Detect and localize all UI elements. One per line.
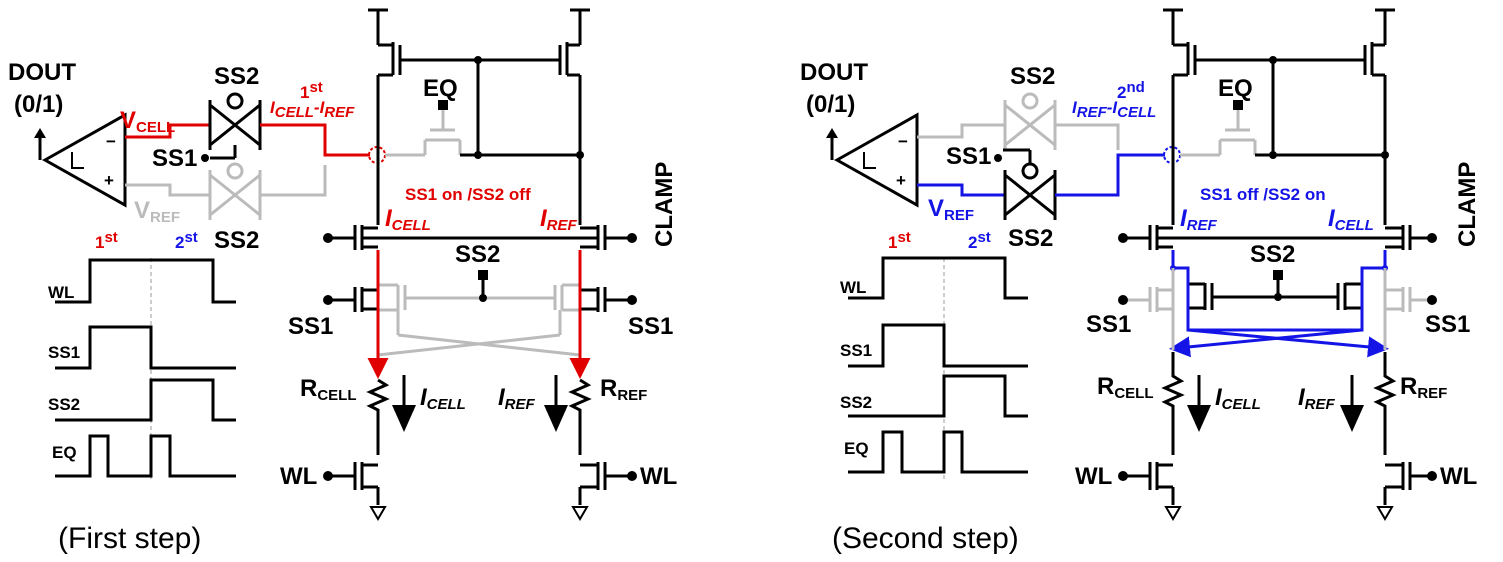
cross-arrow-left (1169, 328, 1363, 358)
ss1-right-label-right: SS1 (1425, 311, 1470, 338)
svg-text:+: + (104, 171, 114, 190)
rref-resistor-right (1373, 352, 1397, 455)
ss1-transistors (323, 287, 637, 312)
timing-ss1: SS1 (48, 343, 80, 362)
ss1-label: SS1 (152, 145, 197, 172)
step-label-right: 2nd (1117, 79, 1145, 102)
ss2-top-label-right: SS2 (1010, 63, 1055, 90)
ss2-cross-transistors (377, 280, 581, 357)
timing-first: 1st (95, 229, 118, 252)
wl-left-label: WL (280, 463, 317, 490)
ss2-mid-label-right: SS2 (1250, 241, 1295, 268)
wl-transistors-right (1118, 462, 1437, 521)
ss2-cross-transistors-right (1188, 280, 1362, 310)
right-caption: (Second step) (832, 522, 1019, 555)
icell-top-label: ICELL (385, 205, 431, 234)
icell-node-path (260, 123, 370, 157)
clamp-transistors-right (1118, 225, 1437, 250)
transmission-gate-ss2-bottom-right (994, 148, 1057, 220)
timing-ss1-right: SS1 (840, 341, 872, 360)
timing-first-right: 1st (888, 229, 911, 252)
left-panel: DOUT (0/1) − + VCELL VREF (8, 8, 678, 555)
timing-ss2-right: SS2 (840, 393, 872, 412)
timing-second: 2st (175, 229, 198, 252)
icell-top-label-right: ICELL (1328, 205, 1374, 234)
svg-text:−: − (106, 132, 116, 151)
wl-left-label-right: WL (1075, 463, 1112, 490)
clamp-label: CLAMP (651, 162, 678, 247)
timing-second-right: 2st (968, 229, 991, 252)
mode-label-right: SS1 off /SS2 on (1200, 185, 1326, 204)
wl-transistors (323, 462, 637, 521)
ss2-bottom-label: SS2 (214, 227, 259, 254)
vcell-path-right (917, 123, 1005, 139)
ss1-transistors-right (1127, 268, 1428, 350)
iref-top-label: IREF (540, 205, 578, 234)
ss2-bottom-label-right: SS2 (1008, 225, 1053, 252)
vref-label: VREF (134, 197, 180, 226)
eq-transistor-right (1180, 110, 1389, 159)
rcell-label-right: RCELL (1097, 373, 1154, 402)
svg-text:+: + (896, 171, 906, 190)
iref-node-path (260, 165, 327, 197)
comparator-right: − + (826, 112, 919, 208)
dout-value-right: (0/1) (806, 91, 855, 118)
transmission-gate-ss2-top-right (1003, 92, 1057, 150)
step-label: 1st (300, 79, 323, 102)
vcell-label: VCELL (120, 107, 175, 136)
vref-label-right: VREF (928, 195, 974, 224)
ss1-left-label-right: SS1 (1086, 311, 1131, 338)
iref-top-label-right: IREF (1180, 205, 1218, 234)
ss1-left-label: SS1 (288, 313, 333, 340)
wl-right-label: WL (640, 463, 677, 490)
timing-diagram-right: 1st 2st WL SS1 SS2 EQ (840, 229, 1028, 480)
timing-eq-right: EQ (844, 439, 869, 458)
transmission-gate-ss2-top (201, 92, 262, 162)
rcell-resistor (366, 378, 390, 455)
eq-label: EQ (423, 75, 458, 102)
rref-label: RREF (600, 375, 647, 404)
icell-node-path-right (1055, 123, 1120, 150)
wl-right-label-right: WL (1440, 463, 1477, 490)
timing-diagram: 1st 2st WL SS1 SS2 EQ (48, 229, 236, 480)
pmos-load-right (1163, 8, 1395, 225)
eq-transistor (385, 110, 584, 159)
timing-wl: WL (48, 283, 74, 302)
iref-arrow-label: IREF (498, 384, 536, 413)
transmission-gate-ss2-bottom (208, 162, 262, 220)
pmos-load (368, 8, 590, 225)
icell-arrow-label: ICELL (420, 384, 466, 413)
current-expression-right: IREF-ICELL (1072, 98, 1156, 121)
timing-wl-right: WL (840, 278, 866, 297)
vcell-path (125, 123, 210, 139)
iref-arrow-label-right: IREF (1298, 384, 1336, 413)
ss1-label-right: SS1 (946, 143, 991, 170)
vref-path-right (917, 183, 1005, 197)
ss2-mid-label: SS2 (455, 241, 500, 268)
rcell-resistor-right (1161, 352, 1185, 455)
iref-node-path-right (1055, 153, 1165, 197)
clamp-transistors (323, 225, 637, 250)
svg-text:−: − (898, 132, 908, 151)
ss1-right-label: SS1 (628, 313, 673, 340)
dout-label: DOUT (8, 59, 76, 86)
left-caption: (First step) (58, 522, 201, 555)
mode-label: SS1 on /SS2 off (405, 185, 531, 204)
rref-resistor (568, 378, 592, 455)
clamp-label-right: CLAMP (1454, 162, 1481, 247)
right-panel: DOUT (0/1) − + VREF SS2 (800, 8, 1481, 555)
icell-arrow-label-right: ICELL (1215, 384, 1261, 413)
comparator: − + (34, 112, 127, 208)
eq-label-right: EQ (1218, 75, 1253, 102)
timing-eq: EQ (52, 443, 77, 462)
ss2-top-label: SS2 (214, 63, 259, 90)
rref-label-right: RREF (1400, 373, 1447, 402)
timing-ss2: SS2 (48, 395, 80, 414)
dout-label-right: DOUT (800, 59, 868, 86)
current-expression: ICELL-IREF (270, 98, 355, 121)
dout-value: (0/1) (14, 91, 63, 118)
vref-path (125, 183, 210, 197)
rcell-label: RCELL (300, 375, 357, 404)
